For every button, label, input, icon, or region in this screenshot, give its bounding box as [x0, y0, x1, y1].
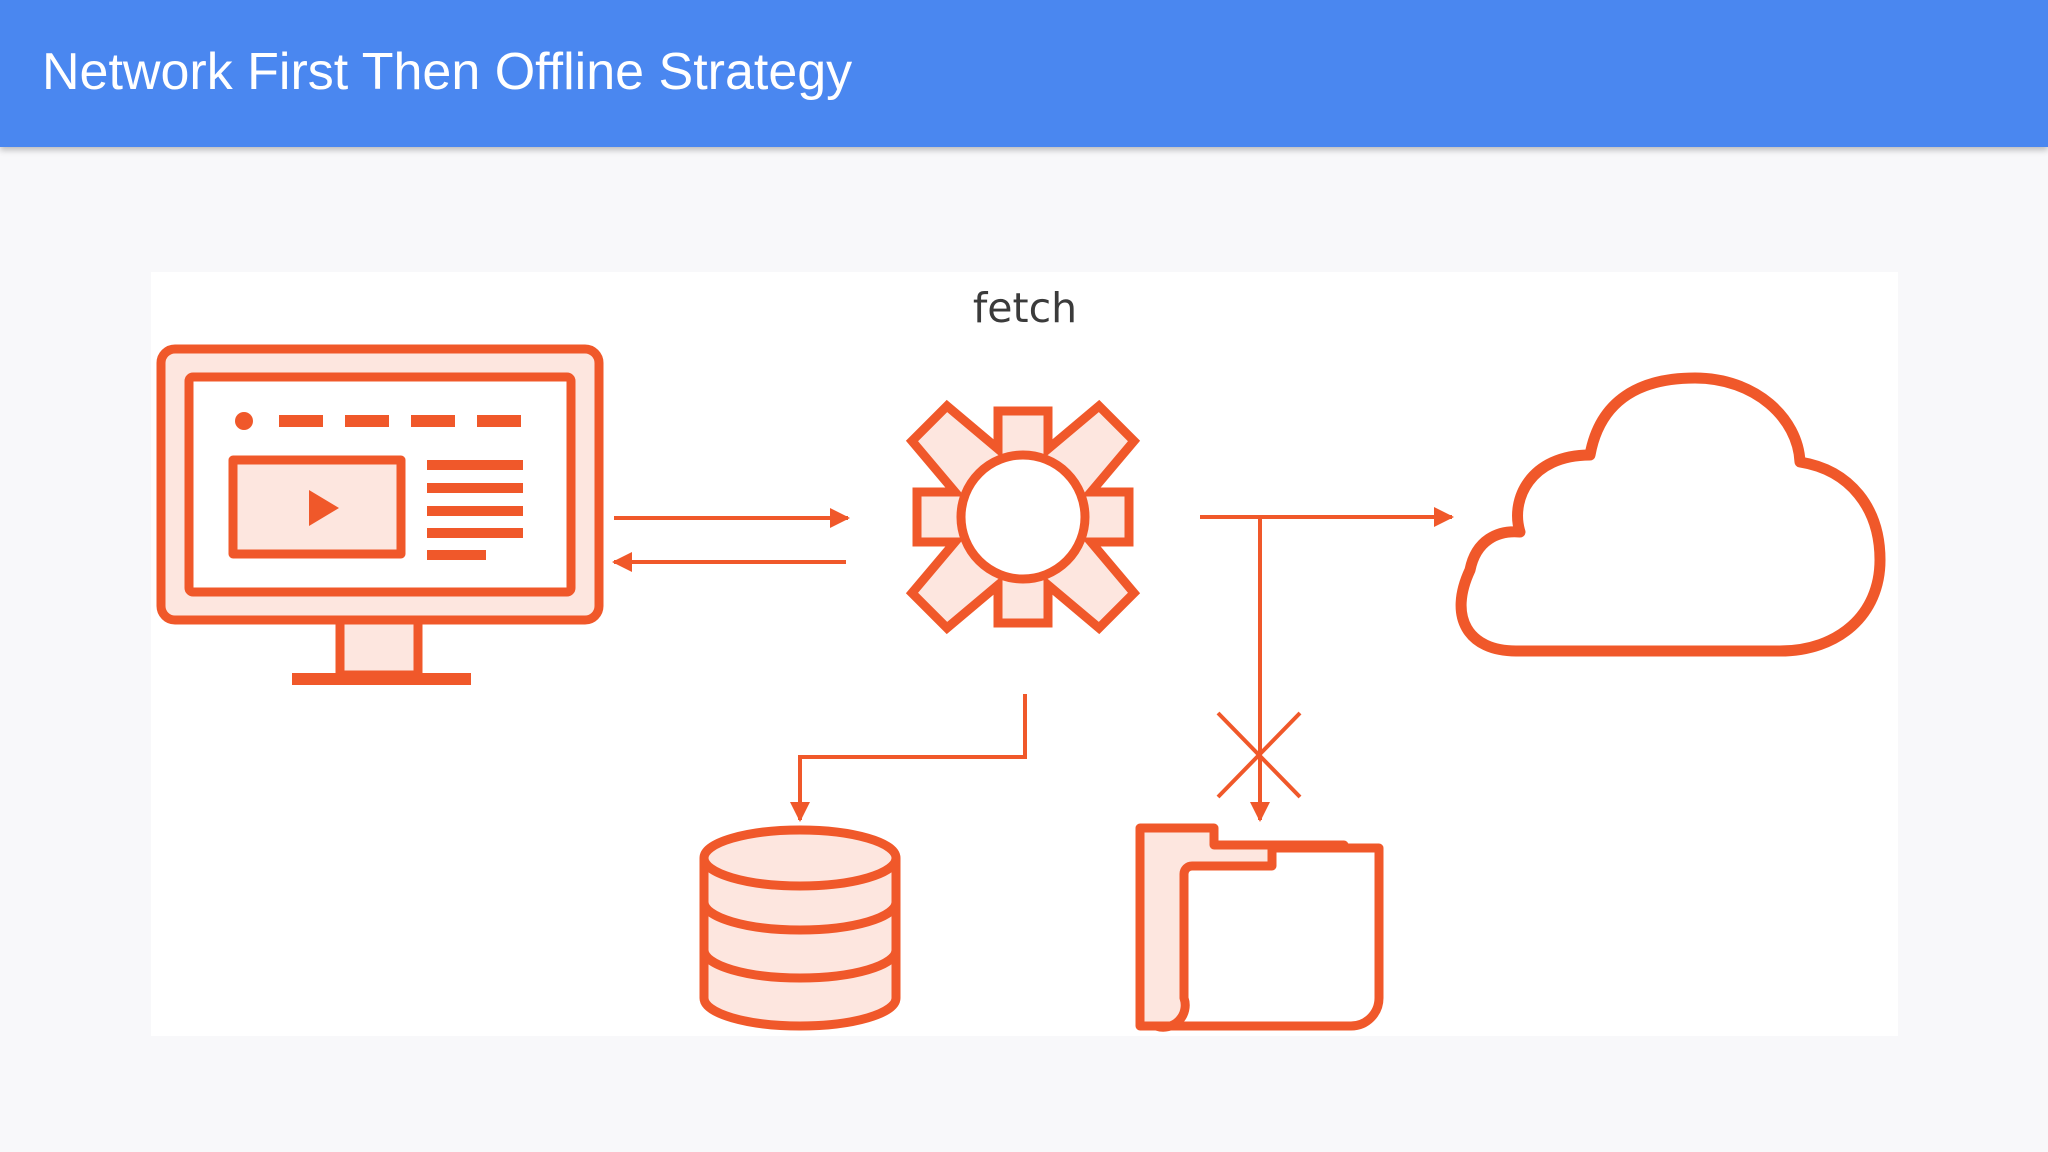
blocked-x-icon	[1216, 711, 1302, 799]
cloud-icon	[1455, 372, 1886, 657]
slide-title: Network First Then Offline Strategy	[42, 43, 853, 101]
gear-icon	[905, 399, 1141, 635]
fetch-label: fetch	[972, 284, 1078, 332]
database-icon	[699, 825, 901, 1031]
monitor-icon	[156, 344, 604, 685]
gear-database-arrow	[790, 694, 1027, 822]
folder-icon	[1135, 823, 1384, 1032]
monitor-gear-arrows	[612, 508, 850, 572]
slide-header: Network First Then Offline Strategy	[0, 0, 2048, 147]
